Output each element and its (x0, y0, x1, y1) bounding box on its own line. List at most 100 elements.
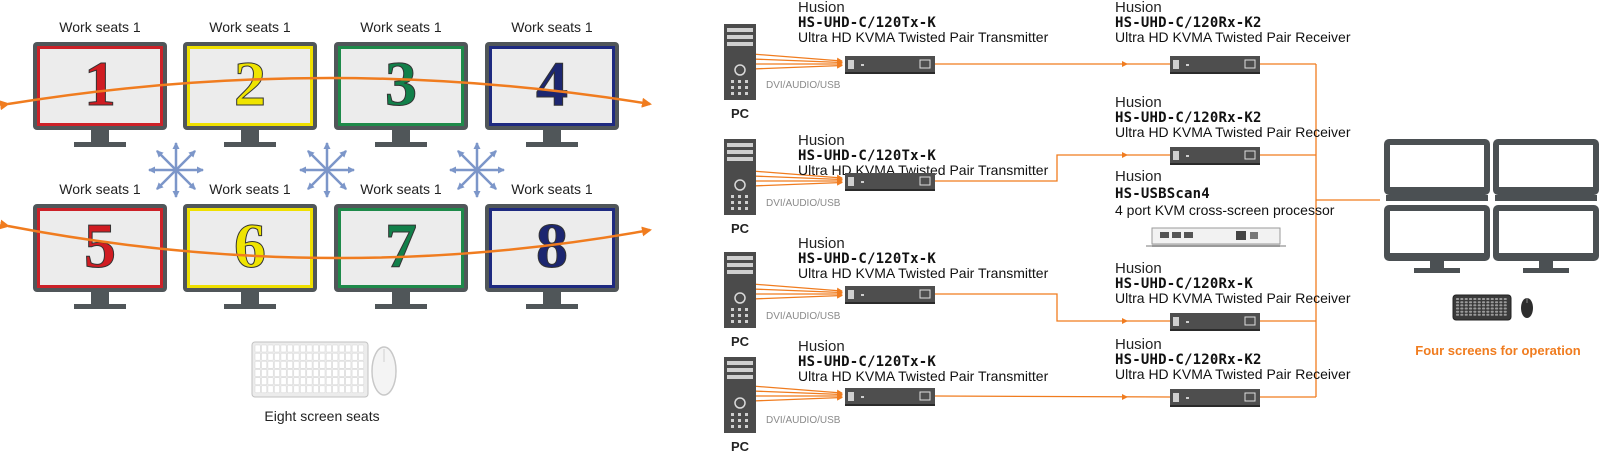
pc-label: PC (731, 106, 750, 121)
seat-number: 7 (385, 210, 417, 281)
kvm-extender-icon (1170, 56, 1260, 74)
kvm-extender-icon (1170, 313, 1260, 331)
transmitter-brand: Husion (798, 338, 845, 355)
signal-label: DVI/AUDIO/USB (766, 415, 841, 426)
seat-label: Work seats 1 (511, 181, 593, 197)
receiver-description: Ultra HD KVMA Twisted Pair Receiver (1115, 124, 1351, 140)
receiver-description: Ultra HD KVMA Twisted Pair Receiver (1115, 29, 1351, 45)
receiver-description: Ultra HD KVMA Twisted Pair Receiver (1115, 290, 1351, 306)
operator-keyboard-mouse (1452, 294, 1533, 321)
kvm-processor-icon (1146, 227, 1286, 247)
monitor-icon (485, 42, 619, 147)
pc-source-4: PC DVI/AUDIO/USB (724, 357, 841, 451)
transmitter-model: HS-UHD-C/120Tx-K (798, 354, 936, 370)
multi-direction-arrows-icon (449, 142, 505, 198)
four-screens-caption: Four screens for operation (1415, 343, 1580, 358)
mouse-icon (371, 346, 397, 396)
kvm-extender-icon (845, 388, 935, 406)
processor-model: HS-USBScan4 (1115, 186, 1210, 202)
pc-sources: PC DVI/AUDIO/USB PC DVI/AUDIO/USB PC DVI/AUDI… (724, 24, 841, 451)
seat-1: Work seats 1 1 (33, 19, 167, 147)
seat-number: 4 (536, 48, 568, 119)
seat-label: Work seats 1 (209, 181, 291, 197)
roaming-arc-top (0, 76, 652, 111)
pc-tower-icon (724, 24, 756, 100)
mouse-roaming-arcs (0, 76, 652, 260)
pc-label: PC (731, 334, 750, 349)
receiver-brand: Husion (1115, 0, 1162, 16)
transmitter-model: HS-UHD-C/120Tx-K (798, 251, 936, 267)
kvm-extender-icon (845, 286, 935, 304)
multi-direction-arrows-icon (299, 142, 355, 198)
transmitter-brand: Husion (798, 132, 845, 149)
receiver-description: Ultra HD KVMA Twisted Pair Receiver (1115, 366, 1351, 382)
seat-number: 2 (234, 48, 266, 119)
monitor-icon (1384, 139, 1490, 201)
signal-label: DVI/AUDIO/USB (766, 198, 841, 209)
transmitter-description: Ultra HD KVMA Twisted Pair Transmitter (798, 265, 1049, 281)
monitor-icon (1493, 139, 1599, 201)
transmitter-brand: Husion (798, 235, 845, 252)
seat-label: Work seats 1 (360, 181, 442, 197)
receiver-model: HS-UHD-C/120Rx-K2 (1115, 15, 1262, 31)
four-screen-console (1384, 139, 1599, 273)
seat-label: Work seats 1 (209, 19, 291, 35)
seat-number: 1 (84, 48, 116, 119)
pc-source-2: PC DVI/AUDIO/USB (724, 139, 841, 236)
processor-brand: Husion (1115, 168, 1162, 185)
kvm-extender-icon (1170, 389, 1260, 407)
transmitter-description: Ultra HD KVMA Twisted Pair Transmitter (798, 29, 1049, 45)
transmitter-model: HS-UHD-C/120Tx-K (798, 148, 936, 164)
processor-description: 4 port KVM cross-screen processor (1115, 202, 1335, 218)
transmitter-model: HS-UHD-C/120Tx-K (798, 15, 936, 31)
usbscan-processor: Husion HS-USBScan4 4 port KVM cross-scre… (1115, 168, 1335, 247)
seat-label: Work seats 1 (59, 19, 141, 35)
seat-3: Work seats 1 3 (334, 19, 468, 147)
kvm-extender-icon (1170, 147, 1260, 165)
receiver-brand: Husion (1115, 260, 1162, 277)
eight-screen-seats-caption: Eight screen seats (264, 408, 379, 424)
monitor-icon (1384, 205, 1490, 273)
seat-5: Work seats 15 (33, 181, 167, 309)
seat-label: Work seats 1 (360, 19, 442, 35)
kvm-extender-icon (845, 173, 935, 191)
keyboard-icon (251, 341, 369, 398)
pc-source-1: PC DVI/AUDIO/USB (724, 24, 841, 121)
seat-number: 3 (385, 48, 417, 119)
kvm-extender-icon (845, 56, 935, 74)
seat-label: Work seats 1 (511, 19, 593, 35)
cross-screen-arrows (148, 142, 505, 198)
transmitter-description: Ultra HD KVMA Twisted Pair Transmitter (798, 368, 1049, 384)
monitor-icon (1493, 205, 1599, 273)
seat-7: Work seats 1 7 (334, 181, 468, 309)
seat-number: 6 (234, 210, 266, 281)
pc-label: PC (731, 221, 750, 236)
receiver-model: HS-UHD-C/120Rx-K2 (1115, 110, 1262, 126)
receiver-brand: Husion (1115, 94, 1162, 111)
twisted-pair-links (751, 53, 1380, 402)
signal-label: DVI/AUDIO/USB (766, 80, 841, 91)
pc-tower-icon (724, 139, 756, 215)
pc-tower-icon (724, 252, 756, 328)
seat-number: 5 (84, 210, 116, 281)
receiver-brand: Husion (1115, 336, 1162, 353)
pc-tower-icon (724, 357, 756, 433)
pc-label: PC (731, 439, 750, 451)
receiver-model: HS-UHD-C/120Rx-K2 (1115, 352, 1262, 368)
mouse-icon (1521, 298, 1533, 318)
receiver-model: HS-UHD-C/120Rx-K (1115, 276, 1253, 292)
seat-6: Work seats 1 6 (183, 181, 317, 309)
transmitter-brand: Husion (798, 0, 845, 16)
keyboard-icon (1452, 294, 1512, 321)
